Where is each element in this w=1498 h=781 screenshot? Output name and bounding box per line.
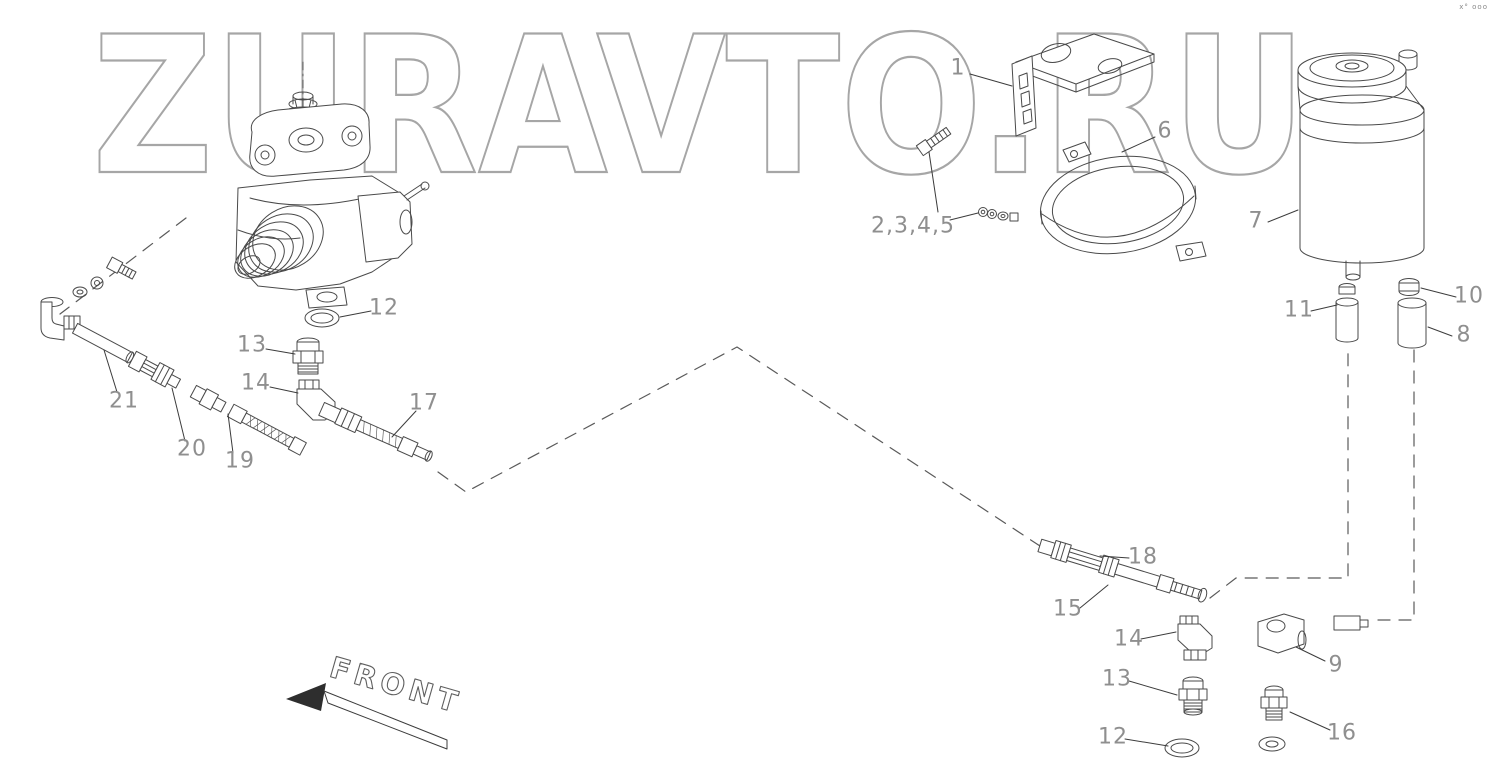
callout-leader-19 xyxy=(227,413,234,454)
callout-2,3,4,5: 2,3,4,5 xyxy=(871,213,955,239)
front-arrowhead xyxy=(286,683,326,711)
callout-14: 14 xyxy=(241,370,271,396)
callout-1: 1 xyxy=(950,55,966,81)
callout-leader-10 xyxy=(1420,287,1457,298)
supply-fittings-drawing xyxy=(40,256,307,456)
callout-leader-21 xyxy=(103,349,118,393)
callout-13: 13 xyxy=(1102,666,1132,692)
callout-leader-7 xyxy=(1267,209,1299,223)
callout-12: 12 xyxy=(1098,724,1128,750)
callout-leader-12 xyxy=(339,310,372,318)
callout-13: 13 xyxy=(237,332,267,358)
pump-pulley xyxy=(234,205,324,279)
callout-leader-6 xyxy=(1121,136,1156,153)
callout-leader-17 xyxy=(391,410,417,438)
callout-12: 12 xyxy=(369,295,399,321)
callout-leader-1 xyxy=(969,73,1013,87)
routing-dashed-lines xyxy=(59,217,1415,621)
callout-10: 10 xyxy=(1454,283,1484,309)
callout-14: 14 xyxy=(1114,626,1144,652)
callout-leader-2,3,4,5 xyxy=(949,212,979,221)
callout-leader-13 xyxy=(265,348,296,355)
callout-leader-18 xyxy=(1099,555,1130,559)
callout-leader-14 xyxy=(1140,631,1177,640)
callout-leader-2,3,4,5 xyxy=(928,151,939,213)
pump-assembly-drawing xyxy=(234,61,430,309)
callout-16: 16 xyxy=(1327,720,1357,746)
callout-18: 18 xyxy=(1128,544,1158,570)
callout-leader-16 xyxy=(1289,711,1331,731)
callout-21: 21 xyxy=(109,388,139,414)
callout-leader-lines xyxy=(103,73,1457,747)
reservoir-fittings-drawing xyxy=(1335,278,1427,349)
callout-20: 20 xyxy=(177,436,207,462)
callout-19: 19 xyxy=(225,448,255,474)
pressure-fittings-drawing xyxy=(292,308,433,462)
callout-11: 11 xyxy=(1284,297,1314,323)
callout-leader-20 xyxy=(171,387,186,442)
callout-leader-11 xyxy=(1310,304,1338,312)
callout-6: 6 xyxy=(1157,118,1173,144)
callout-leader-12 xyxy=(1124,738,1169,747)
callout-9: 9 xyxy=(1328,652,1344,678)
callout-15: 15 xyxy=(1053,596,1083,622)
front-arrow: FRONT xyxy=(286,649,467,750)
return-hose-drawing xyxy=(1037,538,1208,603)
lower-fittings-drawing xyxy=(1164,613,1369,758)
callout-17: 17 xyxy=(409,390,439,416)
callout-leader-13 xyxy=(1128,680,1178,696)
callout-leader-14 xyxy=(269,386,299,394)
callout-8: 8 xyxy=(1456,322,1472,348)
corner-marks: x° ooo xyxy=(1459,3,1488,11)
callout-leader-9 xyxy=(1295,646,1326,662)
mount-bolts-drawing xyxy=(915,126,1019,222)
callout-leader-8 xyxy=(1427,326,1453,337)
bracket-drawing xyxy=(1011,33,1155,137)
reservoir-drawing xyxy=(1297,49,1425,281)
clamp-drawing xyxy=(1039,141,1207,262)
callout-7: 7 xyxy=(1248,208,1264,234)
callout-leader-15 xyxy=(1079,584,1109,609)
